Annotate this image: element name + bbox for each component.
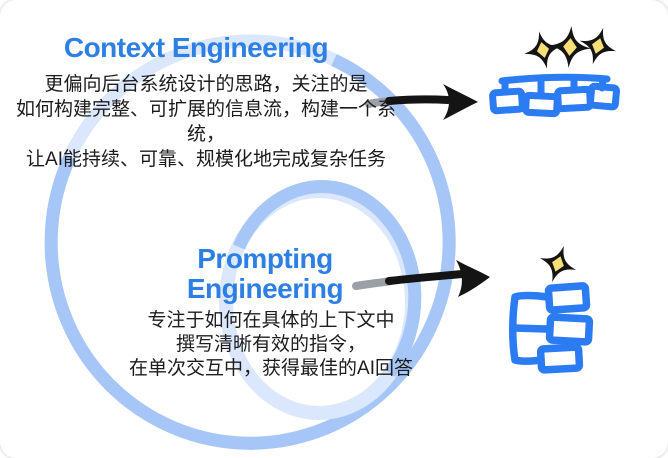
org-chart-node: [489, 87, 526, 115]
context-engineering-description: 更偏向后台系统设计的思路，关注的是 如何构建完整、可扩展的信息流，构建一个系统，…: [8, 72, 404, 172]
spiral-inner-loop: [219, 180, 422, 420]
org-chart-node: [586, 82, 620, 111]
tree-node: [544, 282, 591, 314]
description-line: 撰写清晰有效的指令，: [175, 334, 366, 355]
spiral-inner-medium-arc: [233, 180, 422, 377]
spiral-outer-medium-arc: [44, 54, 456, 450]
description-line: 专注于如何在具体的上下文中: [147, 310, 395, 331]
context-arrow-head: [443, 84, 478, 120]
description-line: 更偏向后台系统设计的思路，关注的是: [44, 74, 368, 95]
prompting-arrow: [352, 260, 490, 297]
tree-list-icon: [509, 282, 594, 374]
sparkle-icon: [524, 31, 562, 69]
tree-node: [536, 343, 584, 374]
sparkle-core: [536, 42, 550, 58]
org-chart-icon: [489, 73, 620, 118]
tree-branch: [510, 324, 550, 333]
context-sparkles-icon: [524, 26, 617, 69]
sparkle-core: [592, 38, 604, 54]
context-engineering-title: Context Engineering: [63, 32, 329, 63]
prompting-arrow-head: [456, 260, 490, 297]
spiral-outer-loop: [44, 34, 456, 450]
prompting-engineering-title: Prompting Engineering: [186, 243, 344, 304]
prompting-sparkle-icon: [539, 245, 577, 283]
prompting-engineering-description: 专注于如何在具体的上下文中 撰写清晰有效的指令， 在单次交互中，获得最佳的AI回…: [108, 309, 434, 381]
sparkle-icon: [539, 245, 577, 283]
tree-node: [545, 313, 594, 346]
org-chart-node: [522, 91, 561, 118]
description-line: 如何构建完整、可扩展的信息流，构建一个系统，: [15, 99, 396, 145]
org-chart-node: [554, 85, 594, 113]
sparkle-icon: [549, 26, 591, 68]
description-line: 让AI能持续、可靠、规模化地完成复杂任务: [26, 149, 386, 170]
sparkle-core: [563, 38, 577, 56]
context-arrow: [365, 84, 478, 120]
prompting-arrow-shaft: [385, 270, 466, 285]
org-chart-bar: [498, 73, 611, 85]
sparkle-core: [552, 256, 564, 272]
description-line: 在单次交互中，获得最佳的AI回答: [129, 358, 413, 379]
context-arrow-shaft: [385, 95, 452, 105]
sparkle-icon: [579, 27, 617, 65]
